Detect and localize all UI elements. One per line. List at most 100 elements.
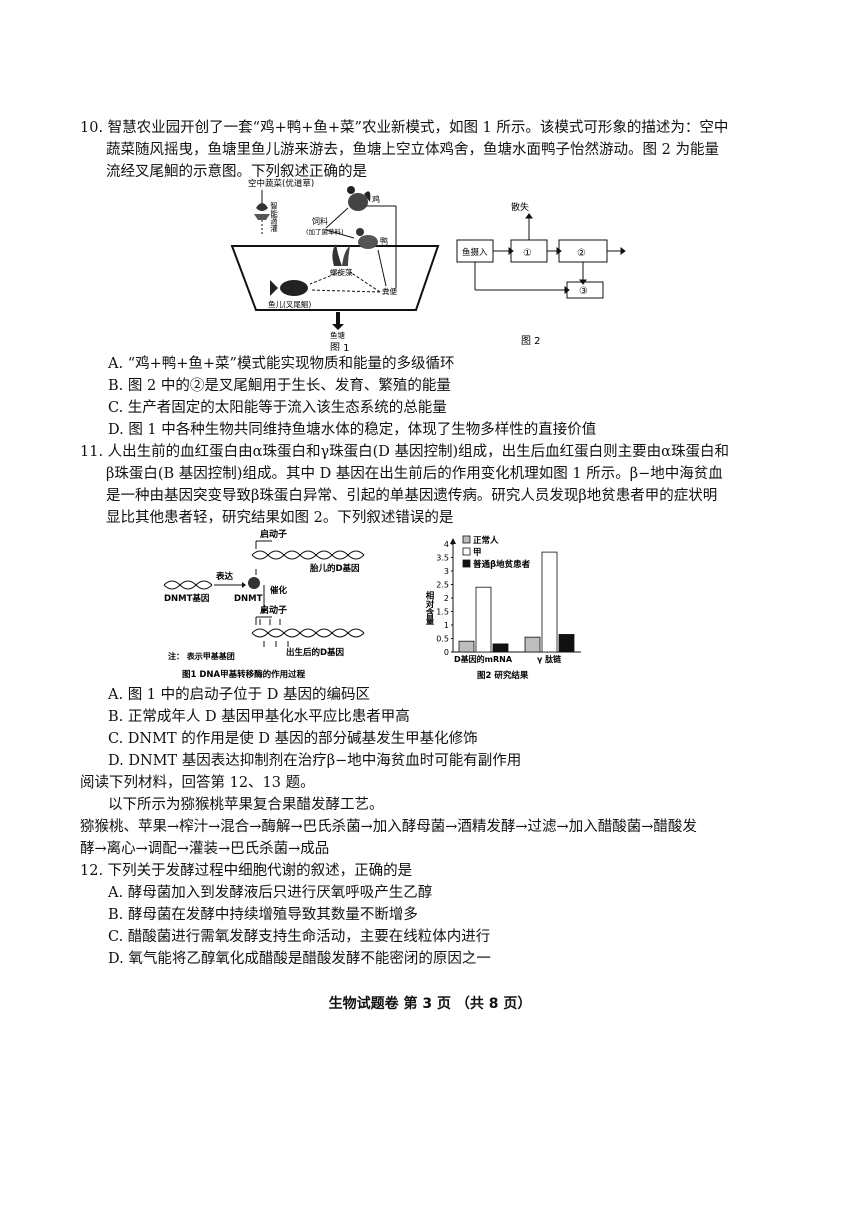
chart-categories: D基因的mRNA γ 肽链 [454,654,562,664]
y-tick-label: 3 [444,567,449,576]
q10-option-b[interactable]: B. 图 2 中的②是叉尾鮰用于生长、发育、繁殖的能量 [108,378,451,394]
y-tick-label: 0.5 [436,635,449,644]
dnmt-gene-strand [163,580,213,590]
q11-option-a[interactable]: A. 图 1 中的启动子位于 D 基因的编码区 [108,687,370,703]
flow-arrows [309,205,397,293]
q12-option-a[interactable]: A. 酵母菌加入到发酵液后只进行厌氧呼吸产生乙醇 [108,885,433,901]
chart-bar [524,636,541,653]
q10-figure1-ecosystem-diagram: 空中蔬菜(优道草) 智能滴灌 鸡 饲料 (加了菌草料) 鸭 [230,178,440,351]
q10-figure2-energy-flow: 散失 鱼摄入 ① ② ③ 图 2 [456,201,626,347]
express-label: 表达 [215,571,234,582]
loss-label: 散失 [511,201,529,213]
algae-icon [332,244,350,266]
page-footer: 生物试题卷 第 3 页 （共 8 页） [328,996,532,1012]
legend-label: 甲 [473,548,482,558]
q12-option-b[interactable]: B. 酵母菌在发酵中持续增殖导致其数量不断增多 [108,907,418,923]
svg-text:智能滴灌: 智能滴灌 [269,201,278,234]
chicken-icon [347,186,371,211]
q10-stem-line2: 蔬菜随风摇曳，鱼塘里鱼儿游来游去，鱼塘上空立体鸡舍，鱼塘水面鸭子怡然游动。图 2… [106,142,719,158]
postnatal-dna-strand [251,619,365,647]
fetal-dna-strand [251,550,365,560]
postnatal-gene-label: 出生后的D基因 [286,647,344,658]
y-axis-arrow-icon [450,538,456,544]
promoter-bottom-label: 启动子 [260,604,287,616]
fish-icon [270,280,308,296]
reading-line2: 猕猴桃、苹果→榨汁→混合→酶解→巴氏杀菌→加入酵母菌→酒精发酵→过滤→加入醋酸菌… [80,819,697,835]
q11-option-b[interactable]: B. 正常成年人 D 基因甲基化水平应比患者甲高 [108,709,410,725]
q11-stem-line4: 显比其他患者轻，研究结果如图 2。下列叙述错误的是 [106,510,454,526]
y-tick-label: 0 [444,648,449,657]
fig2-caption: 图 2 [521,335,541,347]
chart-bar [458,640,475,653]
q11-option-c[interactable]: C. DNMT 的作用是使 D 基因的部分碱基发生甲基化修饰 [108,731,478,747]
dnmt-gene-label: DNMT基因 [164,593,209,604]
reading-intro: 阅读下列材料，回答第 12、13 题。 [80,775,315,791]
q10-option-c[interactable]: C. 生产者固定的太阳能等于流入该生态系统的总能量 [108,400,447,416]
chicken-label: 鸡 [372,194,380,204]
y-tick-label: 1.5 [436,608,449,617]
reading-line3: 酵→离心→调配→灌装→巴氏杀菌→成品 [80,841,330,857]
q11-figure1-dnmt-diagram: 启动子 胎儿的D基因 表达 DNMT基因 DNMT 催化 启动子 注： 表示甲基… [163,528,365,680]
outlet-arrow-icon [332,312,344,330]
promoter-top-label: 启动子 [260,528,287,540]
q12-stem: 12. 下列关于发酵过程中细胞代谢的叙述，正确的是 [80,863,413,879]
feces-label: 粪便 [382,286,397,296]
q12-option-d[interactable]: D. 氧气能将乙醇氧化成醋酸是醋酸发酵不能密闭的原因之一 [108,951,491,967]
feed-label: 饲料 [312,216,328,226]
irrigation-label: 智能滴灌 [269,201,278,234]
q12-option-c[interactable]: C. 醋酸菌进行需氧发酵支持生命活动，主要在线粒体内进行 [108,929,491,945]
intake-label: 鱼摄入 [462,247,488,258]
legend-label: 正常人 [473,535,499,546]
legend-swatch [462,559,471,568]
chart-bars [458,551,575,653]
y-tick-label: 3.5 [436,554,449,563]
q10-option-d[interactable]: D. 图 1 中各种生物共同维持鱼塘水体的稳定，体现了生物多样性的直接价值 [108,422,597,438]
q11-fig1-caption: 图1 DNA甲基转移酶的作用过程 [182,669,306,680]
chart-bar [475,586,492,653]
pond-label: 鱼塘 [330,330,345,340]
y-tick-label: 1 [444,621,449,630]
q10-stem-line3: 流经叉尾鮰的示意图。下列叙述正确的是 [106,164,367,180]
algae-label: 螺旋藻 [330,267,353,277]
chart-bar [558,634,575,653]
catalyze-label: 催化 [270,585,288,596]
chart-ticks: 0 0.5 1 1.5 2 2.5 3 3.5 4 [436,540,453,657]
reading-line1: 以下所示为猕猴桃苹果复合果醋发酵工艺。 [108,797,384,813]
box-3-label: ③ [579,286,588,297]
energy-arrows [474,213,626,294]
y-tick-label: 4 [444,540,449,549]
box-1-label: ① [523,248,532,259]
vegetable-label: 空中蔬菜(优道草) [248,178,314,189]
q11-stem-line2: β珠蛋白(B 基因控制)组成。其中 D 基因在出生前后的作用变化机理如图 1 所… [106,466,723,482]
y-tick-label: 2 [444,594,449,603]
q11-stem-line3: 是一种由基因突变导致β珠蛋白异常、引起的单基因遗传病。研究人员发现β地贫患者甲的… [106,488,718,504]
duck-icon [356,228,378,249]
q11-stem-line1: 11. 人出生前的血红蛋白由α珠蛋白和γ珠蛋白(D 基因控制)组成，出生后血红蛋… [80,444,729,460]
q11-option-d[interactable]: D. DNMT 基因表达抑制剂在治疗β−地中海贫血时可能有副作用 [108,753,522,769]
fish-label: 鱼儿(叉尾鮰) [268,299,311,309]
q11-fig2-caption: 图2 研究结果 [477,670,529,681]
q10-option-a[interactable]: A. “鸡+鸭+鱼+菜”模式能实现物质和能量的多级循环 [108,356,455,372]
fetal-gene-label: 胎儿的D基因 [309,563,360,574]
dnmt-enzyme-icon [248,577,260,589]
q10-stem-line1: 10. 智慧农业园开创了一套“鸡+鸭+鱼+菜”农业新模式，如图 1 所示。该模式… [80,120,729,136]
chart-ylabel: 相对含量 [424,590,435,626]
fig1-caption: 图 1 [330,342,350,351]
methyl-note: 注： 表示甲基基团 [168,651,235,661]
legend-swatch [462,547,471,556]
chart-bar [492,643,509,653]
dnmt-label: DNMT [234,594,263,604]
x-category-label: γ 肽链 [537,654,562,664]
box-2-label: ② [577,248,586,259]
y-tick-label: 2.5 [436,581,449,590]
vegetable-icon [254,190,270,234]
feed-sub-label: (加了菌草料) [306,227,344,236]
x-category-label: D基因的mRNA [454,654,513,664]
chart-bar [541,551,558,653]
legend-label: 普通β地贫患者 [473,559,531,570]
legend-swatch [462,535,471,544]
duck-label: 鸭 [380,236,388,246]
